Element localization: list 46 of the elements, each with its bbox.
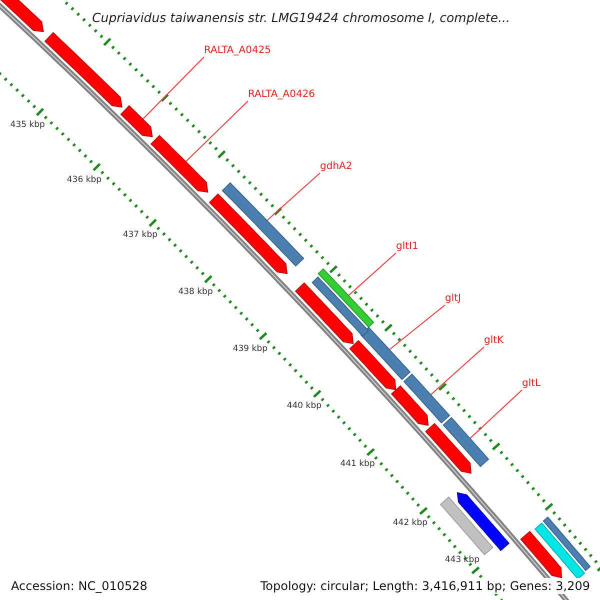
gene-feature xyxy=(208,193,288,274)
gene-feature xyxy=(390,385,429,426)
gene-feature xyxy=(403,374,450,424)
gene-label: gltK xyxy=(484,335,504,347)
info-text: Topology: circular; Length: 3,416,911 bp; Genes: 3,209 xyxy=(258,578,592,594)
gene-label: RALTA_A0425 xyxy=(204,45,272,57)
leader-line xyxy=(388,304,446,350)
leader-line xyxy=(470,390,522,439)
gene-label: RALTA_A0426 xyxy=(248,89,316,101)
gene-label: gltL xyxy=(522,378,541,390)
gene-feature xyxy=(150,134,208,193)
scale-label: 435 kbp xyxy=(10,120,45,130)
map-title: Cupriavidus taiwanensis str. LMG19424 chromosome I, complete... xyxy=(92,10,510,25)
gene-feature xyxy=(312,276,370,337)
gene-feature xyxy=(456,492,510,552)
gene-feature xyxy=(294,282,354,344)
leader-line xyxy=(348,252,396,296)
gene-feature xyxy=(520,530,562,578)
leader-line xyxy=(185,100,248,162)
gene-feature xyxy=(442,417,490,468)
scale-label: 443 kbp xyxy=(444,555,480,565)
scale-label: 442 kbp xyxy=(392,518,428,528)
leader-line xyxy=(266,172,320,221)
gene-feature xyxy=(120,105,153,138)
leader-line xyxy=(142,56,204,120)
gene-feature xyxy=(318,268,374,328)
gene-feature xyxy=(0,0,44,32)
scale-label: 436 kbp xyxy=(66,174,102,185)
gene-feature xyxy=(542,516,591,572)
gene-feature xyxy=(360,326,411,380)
gene-feature xyxy=(222,182,304,267)
leader-line xyxy=(430,346,484,396)
info-text: Accession: NC_010528 xyxy=(9,578,150,594)
gene-feature xyxy=(425,422,472,474)
scale-label: 439 kbp xyxy=(232,344,268,354)
gene-label: gdhA2 xyxy=(320,161,352,173)
scale-label: 441 kbp xyxy=(340,459,375,470)
scale-label: 440 kbp xyxy=(286,401,322,411)
gene-feature xyxy=(349,340,396,390)
gene-feature xyxy=(440,496,494,556)
scale-label: 437 kbp xyxy=(122,230,158,240)
gene-feature xyxy=(44,32,122,108)
gene-label: gltI1 xyxy=(396,241,418,253)
gene-label: gltJ xyxy=(445,293,461,305)
gene-feature xyxy=(534,522,586,580)
scale-label: 438 kbp xyxy=(178,286,213,297)
